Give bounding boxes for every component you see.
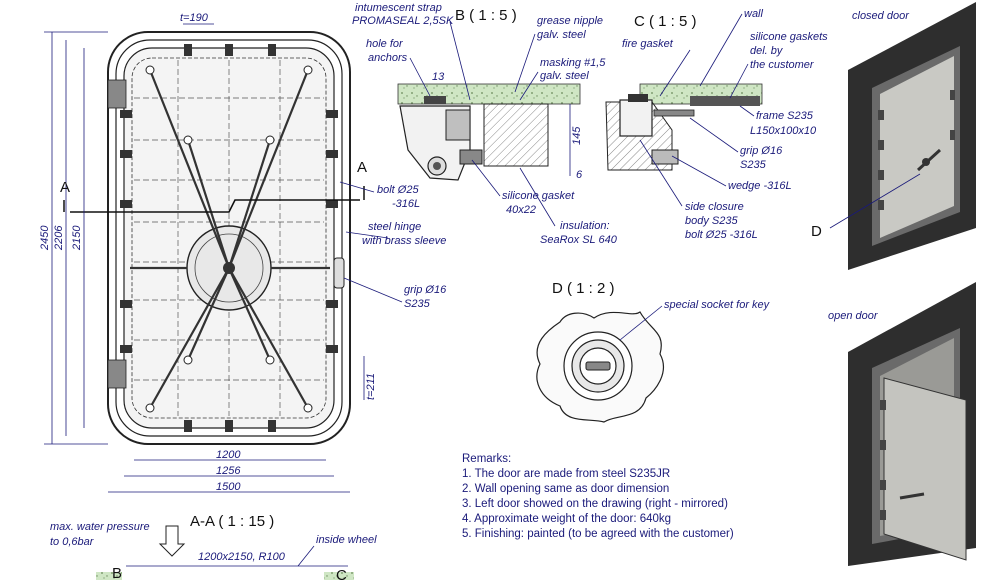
label-inside-wheel: inside wheel — [316, 534, 377, 546]
label-masking-1: masking #1,5 — [540, 57, 606, 69]
label-insulation-1: insulation: — [560, 220, 610, 232]
dim-t-side: t=211 — [365, 373, 377, 400]
remark-1: 1. The door are made from steel S235JR — [462, 468, 670, 480]
label-promaseal: PROMASEAL 2,5SK — [352, 15, 454, 27]
door-elevation — [63, 31, 365, 445]
label-closed-door: closed door — [852, 10, 910, 22]
label-wedge: wedge -316L — [728, 180, 792, 192]
label-water-1: max. water pressure — [50, 521, 150, 533]
section-aa: max. water pressure to 0,6bar A-A ( 1 : … — [50, 513, 377, 580]
label-side-2: body S235 — [685, 215, 738, 227]
label-bottom-b: B — [112, 565, 122, 580]
detail-c — [605, 83, 763, 171]
section-mark-left: A — [60, 179, 70, 196]
label-side-1: side closure — [685, 201, 744, 213]
dim-width-inner: 1200 — [216, 449, 241, 461]
remark-4: 4. Approximate weight of the door: 640kg — [462, 513, 671, 525]
section-mark-right: A — [357, 159, 367, 176]
label-frame-2: L150x100x10 — [750, 125, 817, 137]
label-grease-2: galv. steel — [537, 29, 586, 41]
label-fire-gasket: fire gasket — [622, 38, 674, 50]
dim-width-mid: 1256 — [216, 465, 241, 477]
label-grip-c-2: S235 — [740, 159, 767, 171]
closed-door-3d — [829, 2, 976, 270]
label-open-door: open door — [828, 310, 879, 322]
label-opening-dim: 1200x2150, R100 — [198, 551, 286, 563]
label-bottom-c: C — [336, 567, 347, 580]
door-dimensions — [44, 23, 365, 493]
label-side-3: bolt Ø25 -316L — [685, 229, 758, 241]
remarks-title: Remarks: — [462, 453, 511, 465]
label-d-marker: D — [811, 223, 822, 240]
open-door-3d — [848, 282, 976, 566]
label-silicone-1: silicone gasket — [502, 190, 575, 202]
section-title-c: C ( 1 : 5 ) — [634, 13, 697, 30]
label-sil-cust-1: silicone gaskets — [750, 31, 828, 43]
label-intumescent: intumescent strap — [355, 2, 442, 14]
remark-2: 2. Wall opening same as door dimension — [462, 483, 669, 495]
label-masking-2: galv. steel — [540, 70, 589, 82]
label-socket: special socket for key — [664, 299, 771, 311]
section-title-b: B ( 1 : 5 ) — [455, 7, 517, 24]
section-title-aa: A-A ( 1 : 15 ) — [190, 513, 274, 530]
label-dim-6: 6 — [576, 169, 583, 181]
remark-5: 5. Finishing: painted (to be agreed with… — [462, 528, 734, 540]
detail-b — [397, 83, 581, 181]
label-dim-145: 145 — [571, 126, 583, 145]
detail-d — [536, 305, 665, 423]
label-grip-2: S235 — [404, 298, 431, 310]
label-hinge-1: steel hinge — [368, 221, 421, 233]
label-sil-cust-2: del. by — [750, 45, 784, 57]
label-water-2: to 0,6bar — [50, 536, 95, 548]
dim-height-total: 2450 — [39, 225, 51, 251]
label-hole-anchors-1: hole for — [366, 38, 404, 50]
label-hinge-2: with brass sleeve — [362, 235, 446, 247]
label-wall: wall — [744, 8, 764, 20]
dim-height-mid: 2206 — [53, 225, 65, 251]
dim-t-top: t=190 — [180, 12, 209, 24]
label-hole-anchors-2: anchors — [368, 52, 408, 64]
label-sil-cust-3: the customer — [750, 59, 815, 71]
remark-3: 3. Left door showed on the drawing (righ… — [462, 498, 728, 510]
label-bolt-b-2: -316L — [392, 198, 420, 210]
label-grip-c-1: grip Ø16 — [740, 145, 783, 157]
section-title-d: D ( 1 : 2 ) — [552, 280, 615, 297]
remarks-block: Remarks: 1. The door are made from steel… — [462, 453, 734, 540]
label-dim-13: 13 — [432, 71, 445, 83]
label-grease-1: grease nipple — [537, 15, 603, 27]
label-frame-1: frame S235 — [756, 110, 814, 122]
dim-width-total: 1500 — [216, 481, 241, 493]
label-bolt-b-1: bolt Ø25 — [377, 184, 419, 196]
label-silicone-2: 40x22 — [506, 204, 536, 216]
label-insulation-2: SeaRox SL 640 — [540, 234, 618, 246]
label-grip-1: grip Ø16 — [404, 284, 447, 296]
dim-height-inner: 2150 — [71, 225, 83, 251]
